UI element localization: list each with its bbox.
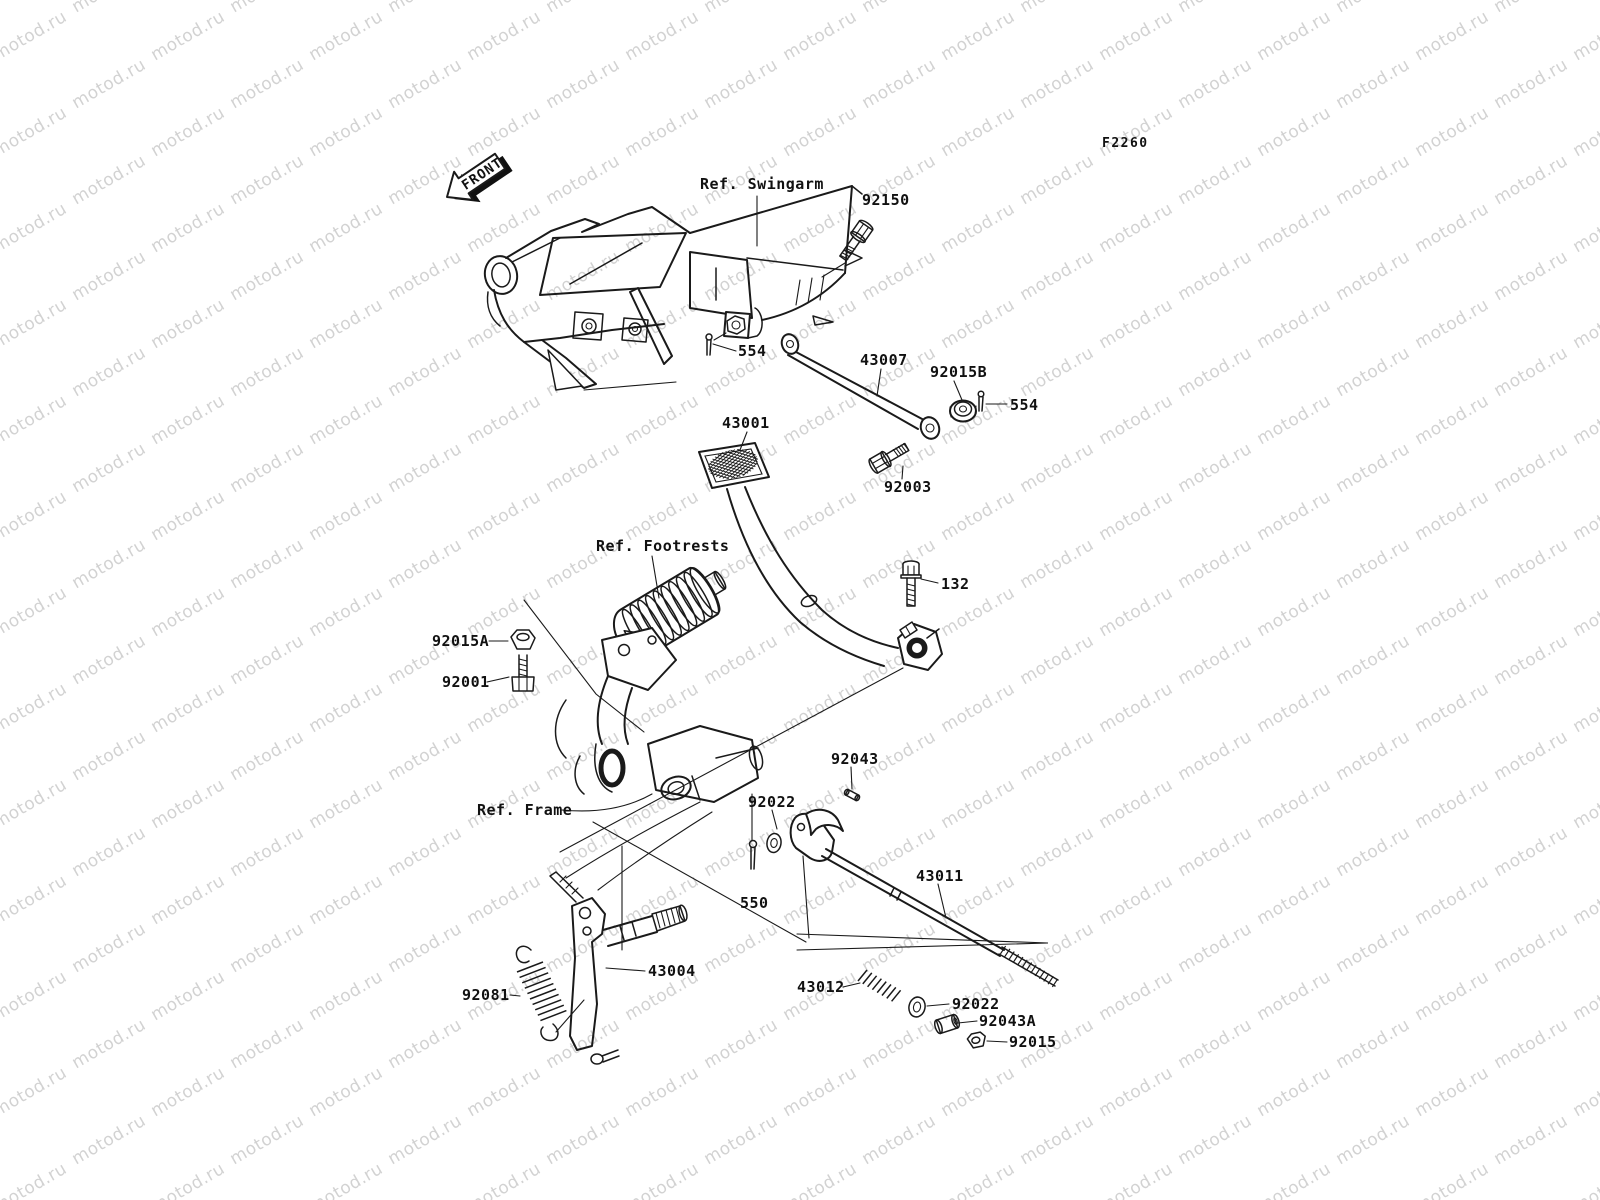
part-label-554-swingarm: 554 (738, 342, 767, 360)
swingarm-drawing (483, 185, 863, 391)
bolt-132 (900, 560, 922, 607)
bolt-92150 (839, 219, 874, 262)
part-label-132: 132 (941, 575, 970, 593)
cotter-pin-550 (748, 793, 758, 870)
washer-92022-upper (766, 832, 782, 854)
part-label-43004: 43004 (648, 962, 696, 980)
leader-lines (486, 195, 1008, 1043)
ref-label-frame: Ref. Frame (477, 801, 572, 819)
part-label-550: 550 (740, 894, 769, 912)
cotter-pin-554-link (977, 390, 985, 412)
part-label-43001: 43001 (722, 414, 770, 432)
explode-lines (523, 599, 904, 951)
part-label-92022-lower: 92022 (952, 995, 1000, 1013)
spring-43012 (857, 969, 902, 1002)
part-label-43007: 43007 (860, 351, 908, 369)
washer-92022-lower (908, 996, 926, 1018)
ref-label-footrests: Ref. Footrests (596, 537, 729, 555)
brake-rod-43011 (796, 848, 1059, 988)
part-label-92022-upper: 92022 (748, 793, 796, 811)
bolt-92001 (511, 654, 535, 692)
bushing-92043A (933, 1013, 961, 1035)
part-label-43012: 43012 (797, 978, 845, 996)
pedal-pad-hatch (708, 448, 758, 480)
bolt-92003 (868, 442, 910, 474)
part-label-92015B: 92015B (930, 363, 987, 381)
nut-92015A (510, 629, 536, 650)
part-label-92043A: 92043A (979, 1012, 1036, 1030)
part-label-92081: 92081 (462, 986, 510, 1004)
nut-92015B (949, 399, 977, 423)
ref-label-swingarm: Ref. Swingarm (700, 175, 824, 193)
brake-pedal-43001 (698, 442, 943, 671)
front-arrow: FRONT (446, 152, 513, 203)
part-label-554-link: 554 (1010, 396, 1039, 414)
figure-code: F2260 (1102, 136, 1149, 151)
torque-link-43007 (780, 333, 941, 440)
part-label-92043: 92043 (831, 750, 879, 768)
footrest-drawing (554, 566, 727, 795)
part-label-92150: 92150 (862, 191, 910, 209)
cotter-pin-554-swingarm (705, 333, 713, 356)
part-label-43011: 43011 (916, 867, 964, 885)
part-label-92001: 92001 (442, 673, 490, 691)
clevis-trunnion (789, 808, 844, 862)
cam-lever-43004 (549, 871, 688, 1065)
nut-92015 (966, 1031, 986, 1049)
spring-92081 (515, 945, 585, 1042)
part-label-92003: 92003 (884, 478, 932, 496)
part-label-92015A: 92015A (432, 632, 489, 650)
part-label-92015: 92015 (1009, 1033, 1057, 1051)
pin-92043 (843, 788, 861, 802)
